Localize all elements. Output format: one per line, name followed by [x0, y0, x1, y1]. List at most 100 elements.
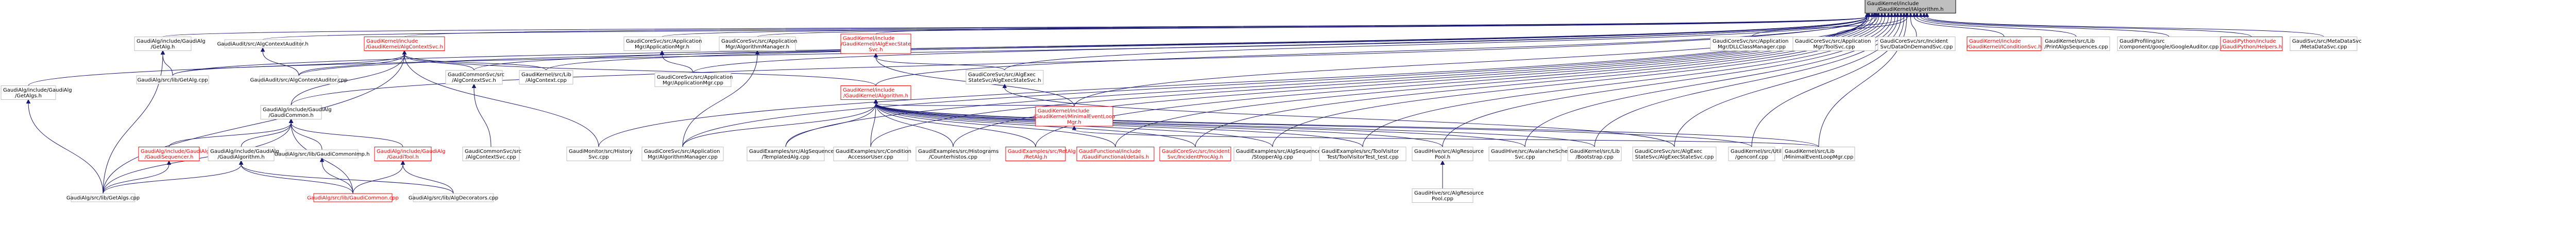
dependency-edge — [1751, 12, 1906, 37]
dependency-edge — [352, 160, 405, 194]
graph-node[interactable]: GaudiFunctional/include/GaudiFunctional/… — [1076, 147, 1155, 161]
graph-node[interactable]: GaudiAudit/src/AlgContextAuditor.cpp — [250, 75, 348, 84]
graph-node[interactable]: GaudiCommonSvc/src/AlgContextSvc.h — [445, 70, 504, 84]
dependency-edge — [1908, 12, 1917, 37]
graph-node[interactable]: GaudiKernel/src/Lib/PrintAlgsSequences.c… — [2042, 37, 2110, 51]
graph-node[interactable]: GaudiAlg/src/lib/GetAlgs.cpp — [66, 193, 140, 202]
dependency-edge — [1362, 12, 1891, 147]
graph-node[interactable]: GaudiExamples/src/ConditionAccessorUser.… — [833, 147, 911, 161]
dependency-edge — [1918, 12, 2170, 37]
dependency-edge — [262, 12, 1870, 40]
graph-node[interactable]: GaudiKernel/include/GaudiKernel/IAlgExec… — [840, 33, 911, 54]
graph-node[interactable]: GaudiKernel/src/Util/genconf.cpp — [1728, 147, 1782, 161]
dependency-edge — [1751, 12, 1906, 147]
dependency-edge — [757, 12, 1870, 37]
node-label-line: GaudiKernel/src/Util — [1731, 149, 1782, 154]
dependency-edge — [1195, 12, 1884, 147]
graph-node[interactable]: GaudiCoreSvc/src/ApplicationMgr/Algorith… — [719, 37, 797, 51]
graph-node[interactable]: GaudiExamples/src/RetAlg/RetAlg.h — [1005, 147, 1076, 161]
dependency-edge — [241, 118, 294, 147]
dependency-edge — [289, 118, 403, 147]
node-label-line: GaudiKernel/src/Lib — [1570, 149, 1620, 154]
node-label-line: GaudiHive/src/AvalancheScheduler — [1491, 149, 1582, 154]
node-label-line: GaudiAudit/src/AlgContextAuditor.cpp — [250, 78, 348, 83]
dependency-edge — [682, 50, 760, 147]
graph-node[interactable]: GaudiAlg/src/lib/AlgDecorators.cpp — [409, 193, 498, 202]
node-label-line: Mgr/ApplicationMgr.cpp — [663, 80, 723, 86]
node-label-line: /Counterhistos.cpp — [929, 154, 977, 160]
dependency-edge — [319, 157, 353, 194]
node-label-line: /GaudiTool.h — [387, 154, 419, 160]
graph-node[interactable]: GaudiSvc/src/MetaDataSvc/MetaDataSvc.cpp — [2290, 37, 2362, 51]
node-label-line: GaudiAlg/include/GaudiAlg — [137, 39, 206, 44]
graph-node[interactable]: GaudiKernel/include/GaudiKernel/AlgConte… — [364, 37, 445, 51]
node-label-line: Svc.cpp — [588, 154, 608, 160]
graph-node[interactable]: GaudiCoreSvc/src/ApplicationMgr/Applicat… — [623, 37, 702, 51]
dependency-edge — [103, 50, 407, 194]
graph-node[interactable]: GaudiKernel/include/GaudiKernel/MinimalE… — [1033, 106, 1115, 127]
graph-node[interactable]: GaudiCoreSvc/src/ApplicationMgr/ToolSvc.… — [1792, 37, 1876, 51]
node-label-line: /GaudiKernel/IAlgExecState — [841, 42, 911, 47]
node-label-line: GaudiCoreSvc/src/Incident — [1162, 149, 1230, 154]
dependency-edge — [168, 118, 294, 147]
graph-node[interactable]: GaudiKernel/src/Lib/MinimalEventLoopMgr.… — [1782, 147, 1855, 161]
dependency-edge — [682, 99, 878, 147]
graph-node[interactable]: GaudiKernel/src/Lib/Bootstrap.cpp — [1567, 147, 1622, 161]
graph-node[interactable]: GaudiCoreSvc/src/AlgExecStateSvc/AlgExec… — [1632, 147, 1717, 161]
node-label-line: GaudiCoreSvc/src/Application — [1713, 39, 1788, 44]
graph-node[interactable]: GaudiProfiling/src/component/google/Goog… — [2117, 37, 2221, 51]
graph-node[interactable]: GaudiAudit/src/AlgContextAuditor.h — [217, 39, 309, 48]
graph-node[interactable]: GaudiPython/include/GaudiPython/Helpers.… — [2220, 37, 2283, 51]
graph-node[interactable]: GaudiCoreSvc/src/AlgExecStateSvc/AlgExec… — [965, 70, 1044, 84]
node-label-line: /GaudiKernel/Algorithm.h — [843, 93, 908, 99]
node-label-line: GaudiExamples/src/RetAlg — [1008, 149, 1076, 154]
node-label-line: GaudiExamples/src/Histograms — [918, 149, 998, 154]
node-label-line: GaudiFunctional/include — [1079, 149, 1141, 154]
graph-node[interactable]: GaudiExamples/src/AlgSequencer/StopperAl… — [1233, 147, 1324, 161]
node-label-line: Test/ToolVisitorTest_test.cpp — [1326, 154, 1398, 160]
dependency-edge — [873, 99, 1526, 147]
dependency-edge — [402, 50, 876, 86]
graph-node[interactable]: GaudiAlg/include/GaudiAlg/GaudiTool.h — [374, 147, 446, 161]
node-label-line: GaudiKernel/include — [843, 36, 894, 42]
node-label-line: /GaudiCommon.h — [268, 113, 313, 118]
node-label-line: GaudiKernel/include — [1969, 39, 2021, 44]
node-label-line: Mgr/DLLClassManager.cpp — [1718, 44, 1786, 50]
graph-node[interactable]: GaudiExamples/src/AlgSequencer/Templated… — [747, 147, 837, 161]
node-label-line: /GaudiKernel/IAlgorithm.h — [1877, 7, 1944, 12]
graph-node[interactable]: GaudiAlg/src/lib/GaudiCommonImp.h — [275, 149, 370, 159]
node-label-line: /GaudiPython/Helpers.h — [2221, 44, 2282, 50]
graph-node[interactable]: GaudiAlg/src/lib/GaudiCommon.cpp — [307, 193, 399, 202]
node-label-line: GaudiHive/src/AlgResource — [1414, 190, 1484, 196]
graph-node[interactable]: GaudiCoreSvc/src/IncidentSvc/IncidentPro… — [1159, 147, 1231, 161]
graph-node[interactable]: GaudiAlg/include/GaudiAlg/GetAlg.h — [134, 37, 206, 51]
graph-node[interactable]: GaudiExamples/src/ToolVisitorTest/ToolVi… — [1319, 147, 1406, 161]
node-label-line: GaudiKernel/src/Lib — [2045, 39, 2095, 44]
graph-node[interactable]: GaudiAlg/include/GaudiAlg/GaudiSequencer… — [138, 147, 210, 161]
graph-node[interactable]: GaudiKernel/include/GaudiKernel/IConditi… — [1967, 37, 2042, 51]
graph-node[interactable]: GaudiCoreSvc/src/IncidentSvc/DataOnDeman… — [1877, 37, 1956, 51]
graph-node[interactable]: GaudiCommonSvc/src/AlgContextSvc.cpp — [462, 147, 521, 161]
dependency-edge — [785, 99, 878, 147]
node-label-line: GaudiExamples/src/AlgSequencer — [749, 149, 837, 154]
node-label-line: /TemplatedAlg.cpp — [762, 154, 810, 160]
graph-node[interactable]: GaudiCoreSvc/src/ApplicationMgr/Applicat… — [654, 73, 733, 87]
graph-node[interactable]: GaudiCoreSvc/src/ApplicationMgr/Algorith… — [641, 147, 724, 161]
graph-node[interactable]: GaudiAlg/src/lib/GetAlg.cpp — [136, 75, 209, 84]
graph-node[interactable]: GaudiCoreSvc/src/ApplicationMgr/DLLClass… — [1710, 37, 1793, 51]
dependency-edge — [289, 118, 323, 150]
graph-node[interactable]: GaudiAlg/include/GaudiAlg/GaudiAlgorithm… — [208, 147, 279, 161]
graph-node[interactable]: GaudiAlg/include/GaudiAlg/GetAlgs.h — [1, 85, 72, 100]
dependency-edge — [26, 99, 104, 194]
graph-node[interactable]: GaudiKernel/include/GaudiKernel/Algorith… — [840, 85, 911, 100]
node-label-line: /GetAlg.h — [151, 44, 175, 50]
graph-node[interactable]: GaudiKernel/src/Lib/AlgContext.cpp — [519, 70, 573, 84]
graph-node[interactable]: GaudiExamples/src/Histograms/Counterhist… — [916, 147, 998, 161]
graph-node[interactable]: GaudiAlg/include/GaudiAlg/GaudiCommon.h — [260, 105, 332, 119]
node-label-line: GaudiAlg/include/GaudiAlg — [210, 149, 279, 154]
